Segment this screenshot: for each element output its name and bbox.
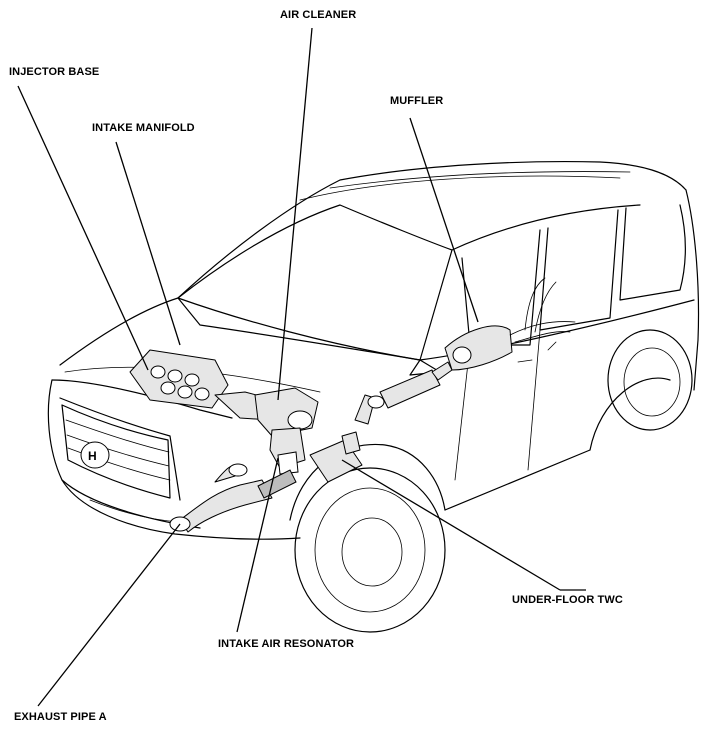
under-floor-twc-leader <box>341 459 561 591</box>
air-cleaner-leader <box>277 27 313 401</box>
leader-lines <box>17 27 586 707</box>
injector-base-label: INJECTOR BASE <box>9 66 100 78</box>
muffler-label: MUFFLER <box>390 95 444 107</box>
under-floor-twc-label: UNDER-FLOOR TWC <box>512 594 623 606</box>
air-cleaner-label: AIR CLEANER <box>280 9 357 21</box>
injector-base-and-intake-manifold <box>129 349 229 409</box>
exhaust-pipe-a-label: EXHAUST PIPE A <box>14 711 107 723</box>
exhaust-system <box>169 277 576 533</box>
intake-air-resonator-label: INTAKE AIR RESONATOR <box>218 638 355 650</box>
injector-base-leader <box>17 85 149 371</box>
intake-air-resonator-leader <box>236 457 279 633</box>
intake-air-resonator <box>269 427 306 475</box>
exhaust-pipe-a-leader <box>37 523 181 707</box>
intake-manifold-leader <box>115 141 181 346</box>
svg-text:H: H <box>88 449 97 463</box>
air-cleaner-assembly <box>214 387 319 437</box>
intake-manifold-label: INTAKE MANIFOLD <box>92 122 195 134</box>
muffler-leader <box>409 117 479 323</box>
